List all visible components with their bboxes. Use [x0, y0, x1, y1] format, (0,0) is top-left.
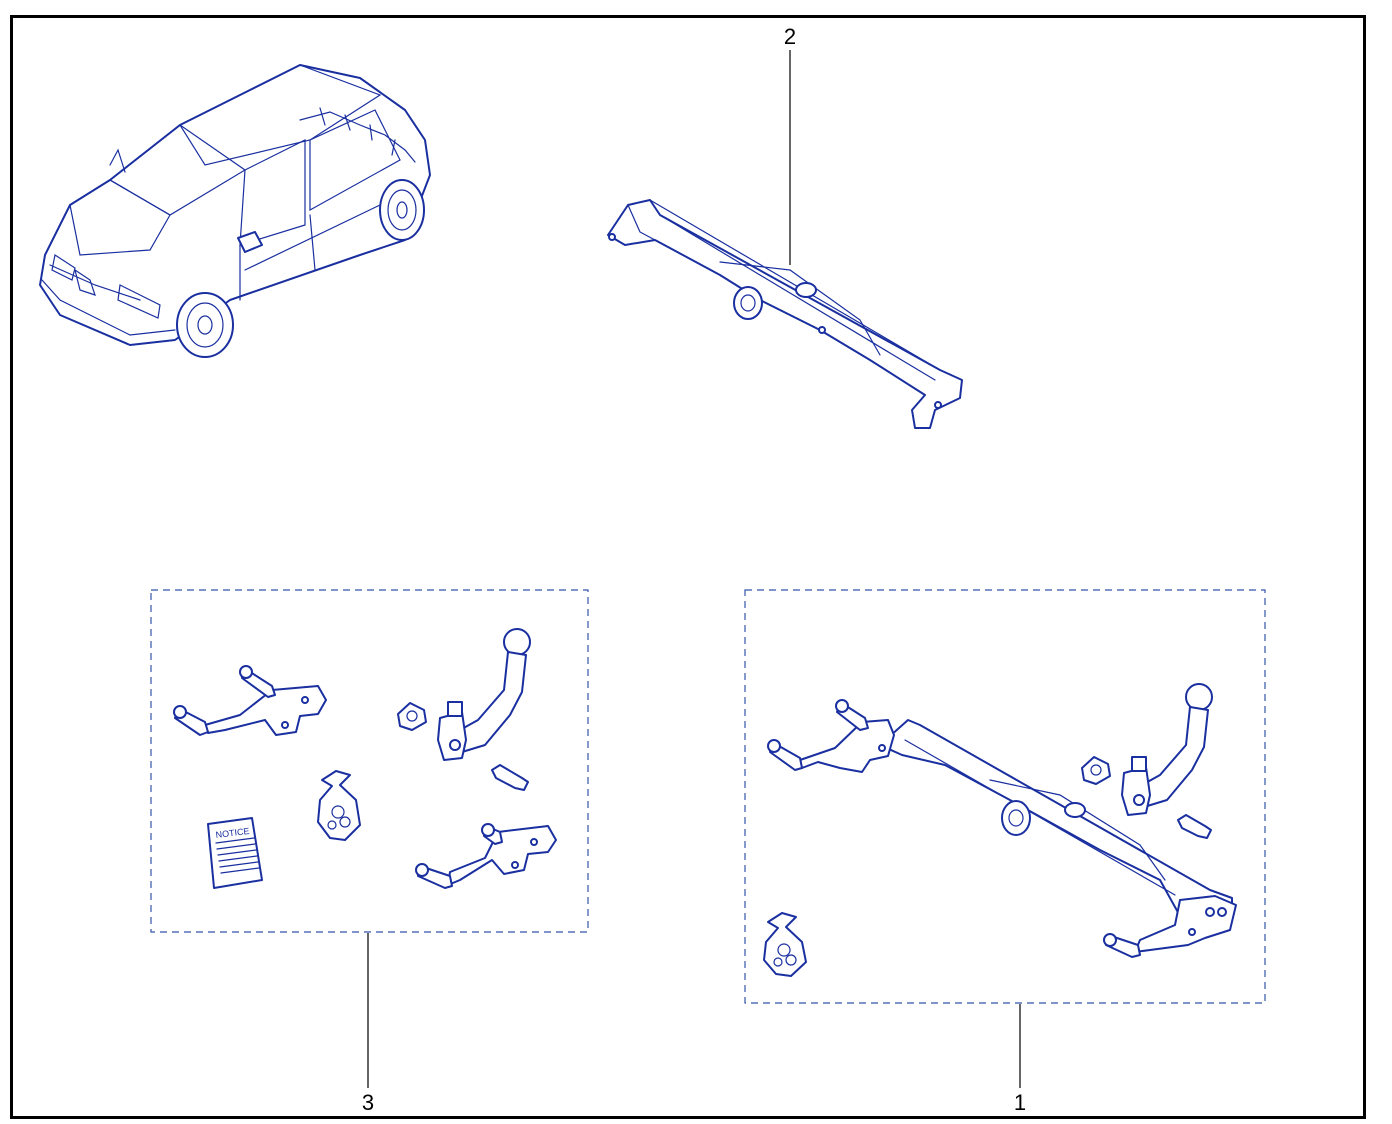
callout-1: 1	[1013, 1090, 1027, 1115]
side-bracket-left	[173, 665, 327, 736]
bolt-3	[491, 764, 529, 791]
rear-wheel	[379, 179, 425, 241]
bolt-1	[1177, 814, 1212, 839]
callout-2: 2	[783, 24, 797, 49]
locking-knob-1	[1081, 756, 1111, 785]
notice-label: NOTICE	[215, 826, 250, 840]
tow-ball-arm-1	[1121, 683, 1213, 816]
notice-booklet: NOTICE	[207, 817, 263, 889]
side-bracket-right-3	[415, 823, 557, 889]
kit-box-3	[150, 589, 589, 933]
kit-box-1	[744, 589, 1266, 1004]
fixings-bag-1	[763, 912, 807, 977]
front-wheel	[176, 292, 234, 358]
tow-ball-arm-3	[437, 628, 531, 761]
crossbar-assembly-1	[767, 699, 1237, 958]
crossbar-part-2	[607, 199, 963, 429]
car-illustration	[39, 64, 431, 358]
fixings-bag-3	[317, 770, 361, 841]
locking-knob-3	[397, 702, 427, 731]
callout-3: 3	[361, 1090, 375, 1115]
